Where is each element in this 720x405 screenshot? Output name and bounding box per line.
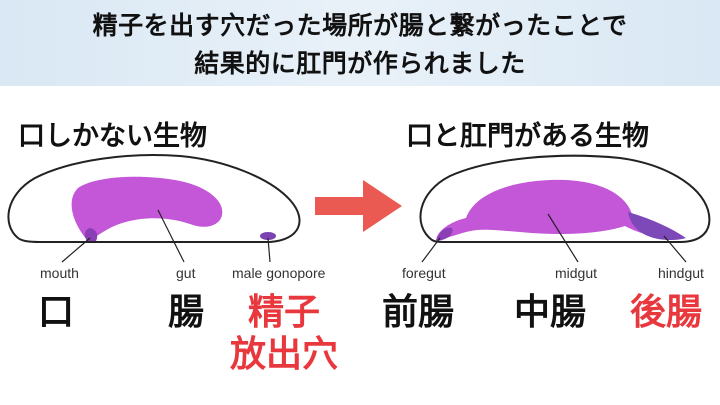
left-body-outline xyxy=(7,153,301,243)
foregut-tip xyxy=(436,227,453,241)
gonopore-kanji-label-line-2: 放出穴 xyxy=(230,334,339,375)
midgut-caption: midgut xyxy=(555,265,598,281)
mouth-caption: mouth xyxy=(40,265,79,281)
gonopore-pointer-line xyxy=(267,237,271,263)
gut-caption: gut xyxy=(176,265,196,281)
hindgut-caption: hindgut xyxy=(658,265,704,281)
foregut-kanji-label: 前腸 xyxy=(382,292,455,333)
mouth-and-anus-organism xyxy=(419,154,711,263)
mouth-only-organism xyxy=(7,153,301,263)
midgut-kanji-label: 中腸 xyxy=(514,292,587,333)
right-panel-title: 口と肛門がある生物 xyxy=(406,121,649,152)
gonopore-kanji-label-line-1: 精子 xyxy=(248,292,321,333)
transition-arrow xyxy=(315,180,402,232)
gonopore-mark xyxy=(260,232,276,240)
title-banner xyxy=(0,0,720,86)
hindgut-kanji-label: 後腸 xyxy=(630,292,703,333)
mouth-pointer-line xyxy=(61,237,91,263)
hindgut-pointer-line xyxy=(663,235,687,263)
gut-pointer-line xyxy=(157,209,185,263)
left-panel-title: 口しかない生物 xyxy=(18,121,207,152)
foregut-caption: foregut xyxy=(402,265,446,281)
right-gut-tube xyxy=(436,179,684,240)
midgut-pointer-line xyxy=(547,213,579,263)
mouth-kanji-label: 口 xyxy=(38,292,75,333)
right-body-outline xyxy=(419,154,711,243)
gut-kanji-label: 腸 xyxy=(168,292,205,333)
hindgut-region xyxy=(628,212,686,241)
gonopore-caption: male gonopore xyxy=(232,265,326,281)
headline-line-1: 精子を出す穴だった場所が腸と繋がったことで xyxy=(92,11,628,40)
foregut-pointer-line xyxy=(421,237,441,263)
left-gut xyxy=(71,176,223,240)
left-mouth-tip xyxy=(84,228,98,241)
headline-line-2: 結果的に肛門が作られました xyxy=(194,49,526,78)
